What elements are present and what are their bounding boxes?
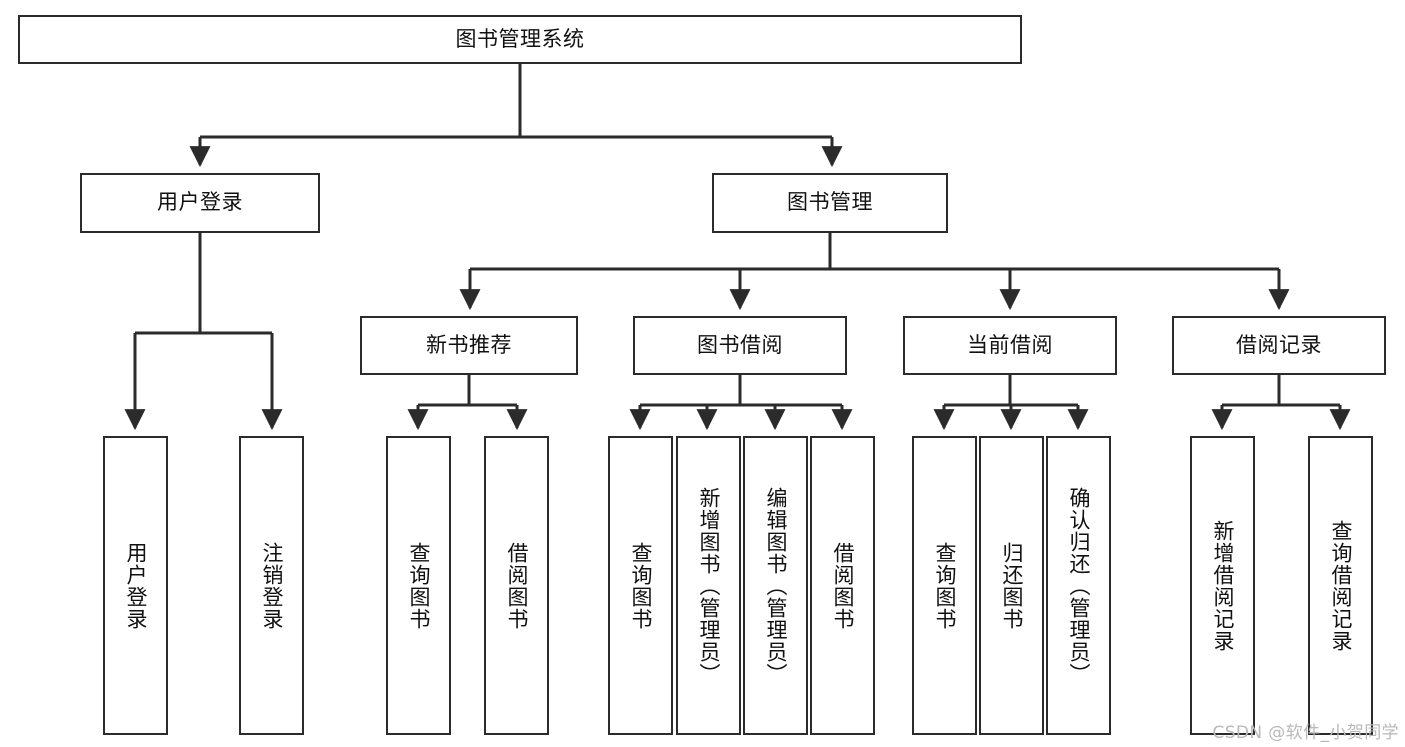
node-book-management-system[interactable]: 图书管理系统 — [18, 15, 1022, 64]
node-label: 借阅图书 — [831, 541, 855, 630]
node-label: 借阅记录 — [1236, 332, 1322, 357]
node-new-book-recommend[interactable]: 新书推荐 — [360, 316, 578, 375]
node-label: 借阅图书 — [505, 541, 529, 630]
leaf-add-borrow-record[interactable]: 新增借阅记录 — [1190, 436, 1255, 735]
watermark: CSDN @软件_小贺同学 — [1212, 723, 1399, 743]
node-book-borrow[interactable]: 图书借阅 — [633, 316, 847, 375]
leaf-query-book[interactable]: 查询图书 — [608, 436, 673, 735]
node-label: 当前借阅 — [967, 332, 1053, 357]
node-label: 新增借阅记录 — [1211, 519, 1235, 652]
node-label: 用户登录 — [157, 190, 243, 215]
node-user-login[interactable]: 用户登录 — [80, 173, 320, 233]
leaf-borrow-book[interactable]: 借阅图书 — [810, 436, 875, 735]
node-label: 图书借阅 — [697, 332, 783, 357]
node-label: 注销登录 — [260, 541, 284, 630]
leaf-borrow-book-recommend[interactable]: 借阅图书 — [484, 436, 549, 735]
node-label: 编辑图书（管理员） — [764, 486, 788, 685]
node-book-management[interactable]: 图书管理 — [712, 173, 948, 233]
leaf-user-login[interactable]: 用户登录 — [103, 436, 168, 735]
node-label: 查询图书 — [407, 541, 431, 630]
leaf-query-book-recommend[interactable]: 查询图书 — [386, 436, 451, 735]
node-label: 用户登录 — [124, 541, 148, 630]
node-label: 新增图书（管理员） — [697, 486, 721, 685]
node-label: 查询借阅记录 — [1329, 519, 1353, 652]
node-label: 查询图书 — [629, 541, 653, 630]
node-label: 图书管理系统 — [455, 26, 585, 51]
leaf-confirm-return-admin[interactable]: 确认归还（管理员） — [1046, 436, 1111, 735]
node-current-borrow[interactable]: 当前借阅 — [903, 316, 1117, 375]
node-borrow-record[interactable]: 借阅记录 — [1172, 316, 1386, 375]
leaf-query-borrow-record[interactable]: 查询借阅记录 — [1308, 436, 1373, 735]
leaf-return-book[interactable]: 归还图书 — [979, 436, 1044, 735]
leaf-add-book-admin[interactable]: 新增图书（管理员） — [676, 436, 741, 735]
node-label: 确认归还（管理员） — [1067, 486, 1091, 685]
leaf-edit-book-admin[interactable]: 编辑图书（管理员） — [743, 436, 808, 735]
node-label: 图书管理 — [787, 190, 873, 215]
node-label: 归还图书 — [1000, 541, 1024, 630]
leaf-query-book-current[interactable]: 查询图书 — [912, 436, 977, 735]
leaf-logout[interactable]: 注销登录 — [239, 436, 304, 735]
node-label: 查询图书 — [933, 541, 957, 630]
node-label: 新书推荐 — [426, 332, 512, 357]
